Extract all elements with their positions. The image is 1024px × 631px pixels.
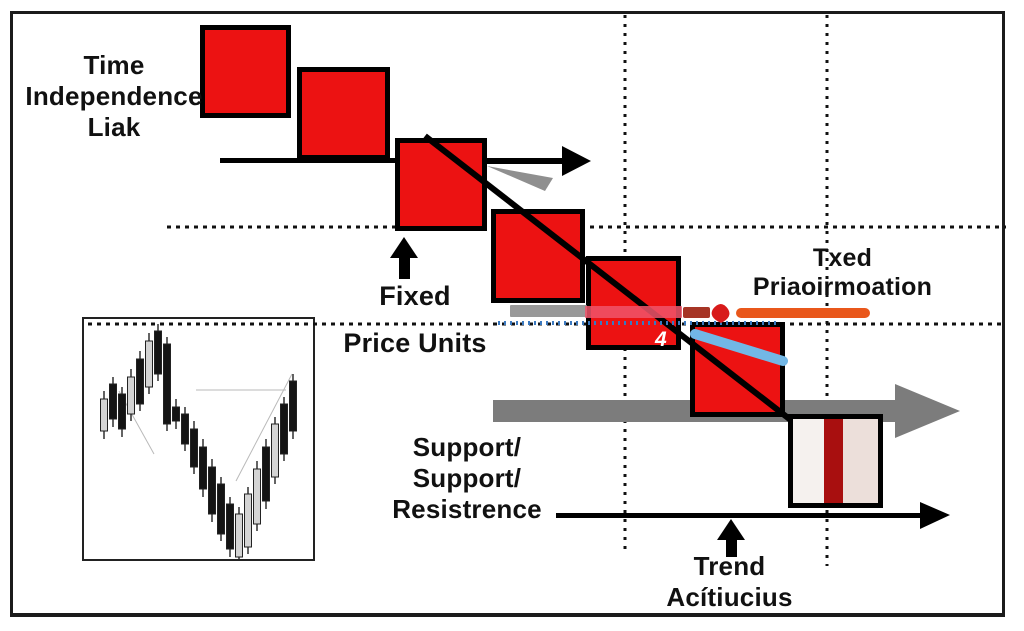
label-line: Liak xyxy=(87,112,141,142)
outcome-candle-box xyxy=(788,414,883,508)
renko-brick-4 xyxy=(491,209,585,303)
label-line: Acítiucius xyxy=(666,582,793,612)
label-time-independence: Time Independence Liak xyxy=(8,50,220,143)
label-trend-action: Trend Acítiucius xyxy=(637,551,822,613)
label-fixed-information: Txed Priaoirmoation xyxy=(735,244,950,302)
label-line: Support/ xyxy=(412,432,522,462)
renko-brick-2 xyxy=(297,67,390,160)
label-price-units: Price Units xyxy=(343,328,487,358)
label-line: Independence xyxy=(25,81,203,111)
outcome-box-right-panel xyxy=(843,419,878,503)
label-line: Resistrence xyxy=(392,494,542,524)
renko-brick-6 xyxy=(690,322,785,417)
label-line: Txed xyxy=(812,244,873,272)
white-four-glyph: 4 xyxy=(655,328,667,351)
outcome-box-left-panel xyxy=(793,419,824,503)
label-support-resistance: Support/ Support/ Resistrence xyxy=(378,432,556,525)
label-fixed: Fixed xyxy=(379,281,451,311)
renko-brick-1 xyxy=(200,25,291,118)
label-line: Trend xyxy=(693,551,766,581)
outcome-box-red-stripe xyxy=(823,419,844,503)
label-line: Time xyxy=(83,50,145,80)
renko-brick-3 xyxy=(395,138,487,231)
label-line: Priaoirmoation xyxy=(752,273,933,301)
label-line: Support/ xyxy=(412,463,522,493)
